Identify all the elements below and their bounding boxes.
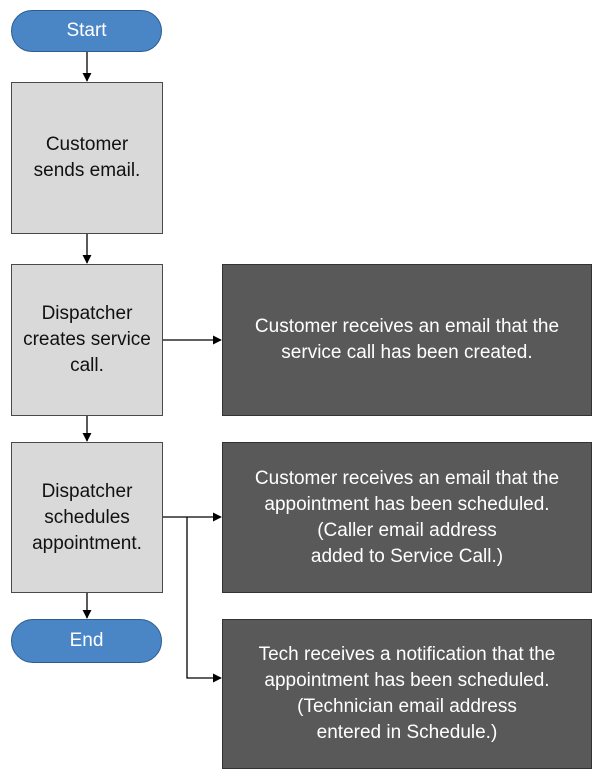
start-terminal: Start [11,10,162,52]
arrow-schedule-to-tech-notification [186,517,222,683]
email-appointment-scheduled-outcome: Customer receives an email that the appo… [222,442,592,593]
dispatcher-creates-service-call-step: Dispatcher creates service call. [11,264,163,416]
customer-sends-email-step: Customer sends email. [11,82,163,234]
email-service-call-created-text: Customer receives an email that the serv… [254,316,560,363]
dispatcher-schedules-appointment-label: Dispatcher schedules appointment. [32,480,142,554]
email-service-call-created-outcome: Customer receives an email that the serv… [222,264,592,416]
customer-sends-email-label: Customer sends email. [33,134,141,181]
email-appointment-scheduled-text: Customer receives an email that the appo… [254,467,560,567]
dispatcher-schedules-appointment-step: Dispatcher schedules appointment. [11,442,163,593]
dispatcher-creates-service-call-label: Dispatcher creates service call. [23,303,151,376]
start-label: Start [66,20,107,41]
end-label: End [69,630,104,651]
tech-notification-outcome: Tech receives a notification that the ap… [222,619,592,769]
tech-notification-text: Tech receives a notification that the ap… [258,644,556,743]
end-terminal: End [11,619,162,663]
